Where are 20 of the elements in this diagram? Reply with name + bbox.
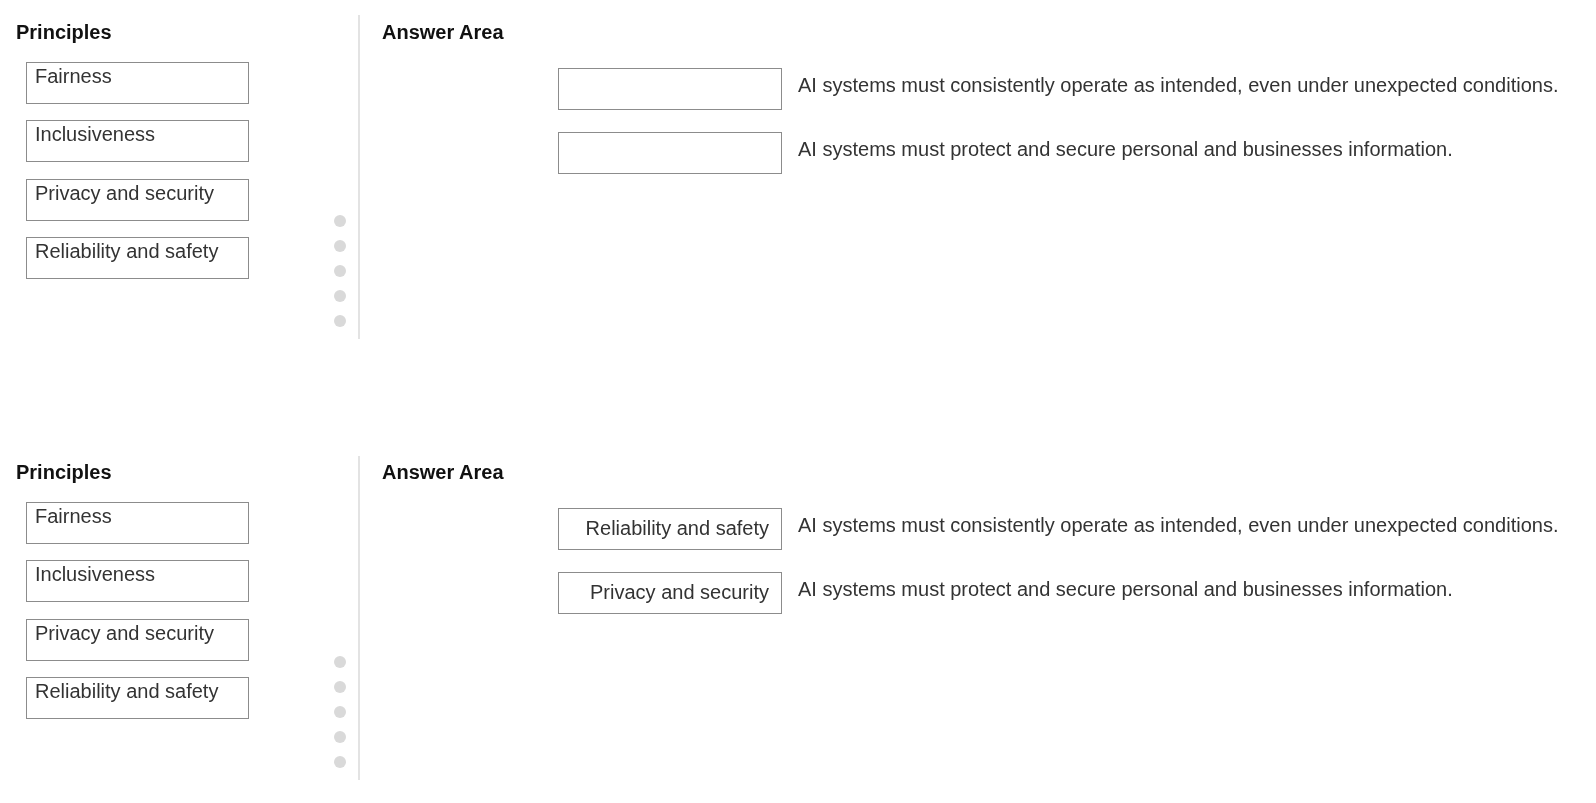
drag-option: Privacy and security: [26, 619, 249, 661]
answer-box: [558, 132, 782, 174]
statement-text: AI systems must protect and secure personal and businesses information.: [798, 577, 1453, 601]
section-heading: Principles: [16, 20, 112, 44]
section-heading: Principles: [16, 460, 112, 484]
drag-option: Inclusiveness: [26, 560, 249, 602]
drag-option: Fairness: [26, 502, 249, 544]
answer-box: Privacy and security: [558, 572, 782, 614]
drag-option: Reliability and safety: [26, 237, 249, 279]
statement-text: AI systems must consistently operate as intended, even under unexpected conditions.: [798, 73, 1559, 97]
drag-option: Privacy and security: [26, 179, 249, 221]
section-heading: Answer Area: [382, 460, 504, 484]
drag-option: Reliability and safety: [26, 677, 249, 719]
drag-option: Inclusiveness: [26, 120, 249, 162]
statement-text: AI systems must protect and secure personal and businesses information.: [798, 137, 1453, 161]
drag-option: Fairness: [26, 62, 249, 104]
section-heading: Answer Area: [382, 20, 504, 44]
answer-box: Reliability and safety: [558, 508, 782, 550]
answer-box: [558, 68, 782, 110]
statement-text: AI systems must consistently operate as intended, even under unexpected conditions.: [798, 513, 1559, 537]
